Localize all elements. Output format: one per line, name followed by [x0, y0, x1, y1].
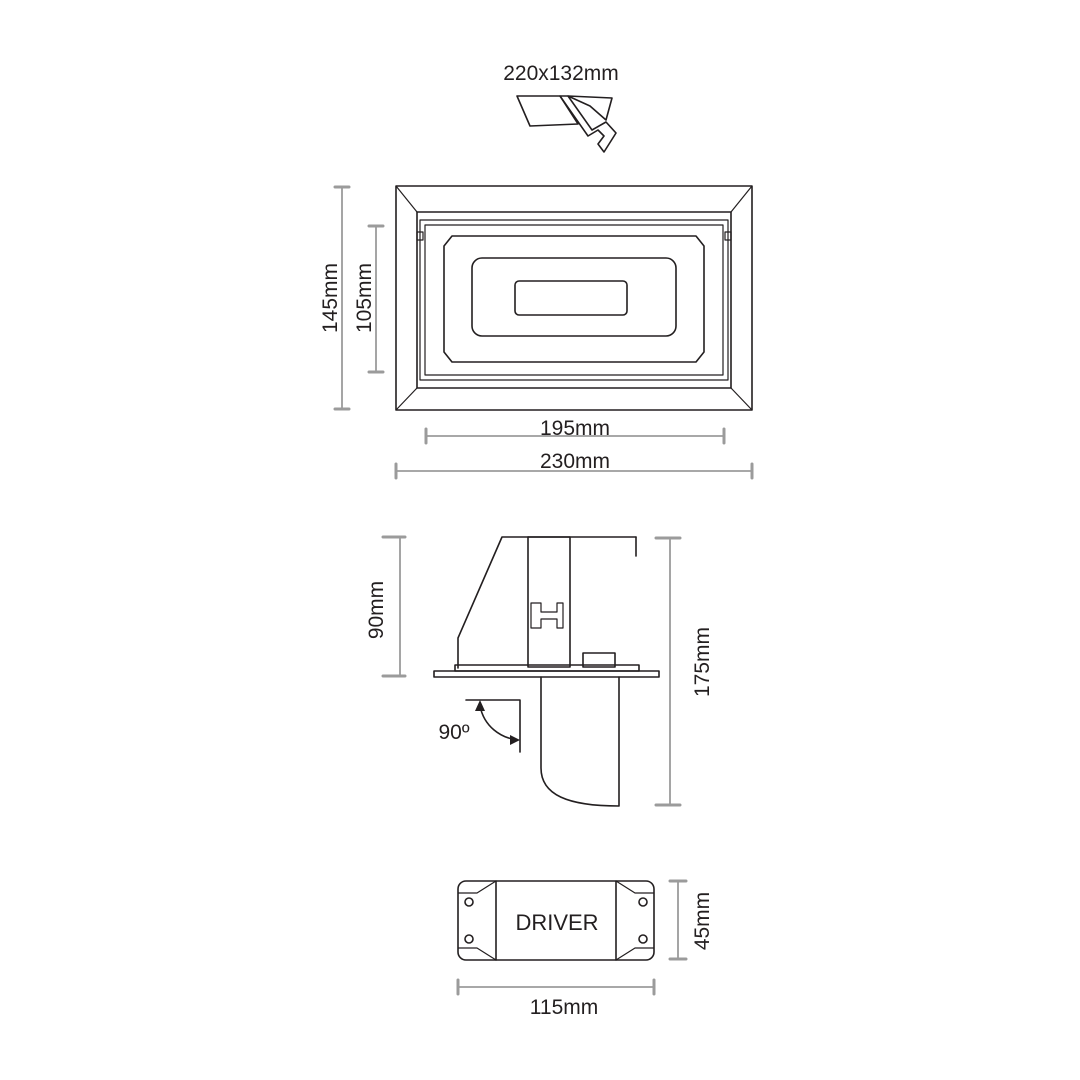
screw-hole-icon — [638, 934, 648, 944]
total-height-label: 175mm — [691, 627, 714, 697]
reflector — [471, 257, 677, 337]
outer-frame — [395, 185, 753, 411]
cutout-section: 220x132mm — [503, 62, 619, 153]
driver-width-label: 115mm — [530, 996, 598, 1019]
side-view: 90º — [433, 536, 660, 807]
top-height-label: 90mm — [365, 581, 388, 639]
pivot-left — [416, 231, 424, 241]
driver-label: DRIVER — [515, 910, 598, 935]
angle-indicator: 90º — [438, 699, 521, 753]
inner-height-label: 105mm — [353, 263, 376, 333]
lamp-head — [443, 235, 705, 363]
front-view — [395, 185, 753, 411]
cutout-dimension-label: 220x132mm — [503, 62, 619, 85]
driver-section: DRIVER — [457, 880, 655, 961]
ceiling-cutout-icon — [516, 95, 617, 153]
front-dimensions: 145mm 105mm 195mm 230mm — [319, 185, 754, 480]
connector-block — [582, 652, 616, 668]
housing-body — [457, 536, 529, 669]
led-module — [514, 280, 628, 316]
inner-bezel — [416, 211, 732, 389]
screw-hole-icon — [464, 897, 474, 907]
driver-box — [457, 880, 655, 961]
gimbal-frame — [419, 219, 729, 381]
lamp-head-side — [540, 676, 620, 807]
driver-dimensions: 45mm 115mm — [456, 879, 714, 1019]
flange — [433, 670, 660, 678]
screw-hole-icon — [464, 934, 474, 944]
side-dimensions: 90mm 175mm — [365, 535, 714, 807]
driver-height-label: 45mm — [691, 892, 714, 950]
outer-width-label: 230mm — [540, 450, 610, 473]
pivot-right — [724, 231, 732, 241]
angle-label: 90º — [438, 721, 469, 744]
outer-height-label: 145mm — [319, 263, 342, 333]
screw-hole-icon — [638, 897, 648, 907]
bracket-h-mark — [530, 602, 564, 629]
bracket — [527, 536, 571, 668]
base-plate — [454, 664, 640, 672]
inner-width-label: 195mm — [540, 417, 610, 440]
